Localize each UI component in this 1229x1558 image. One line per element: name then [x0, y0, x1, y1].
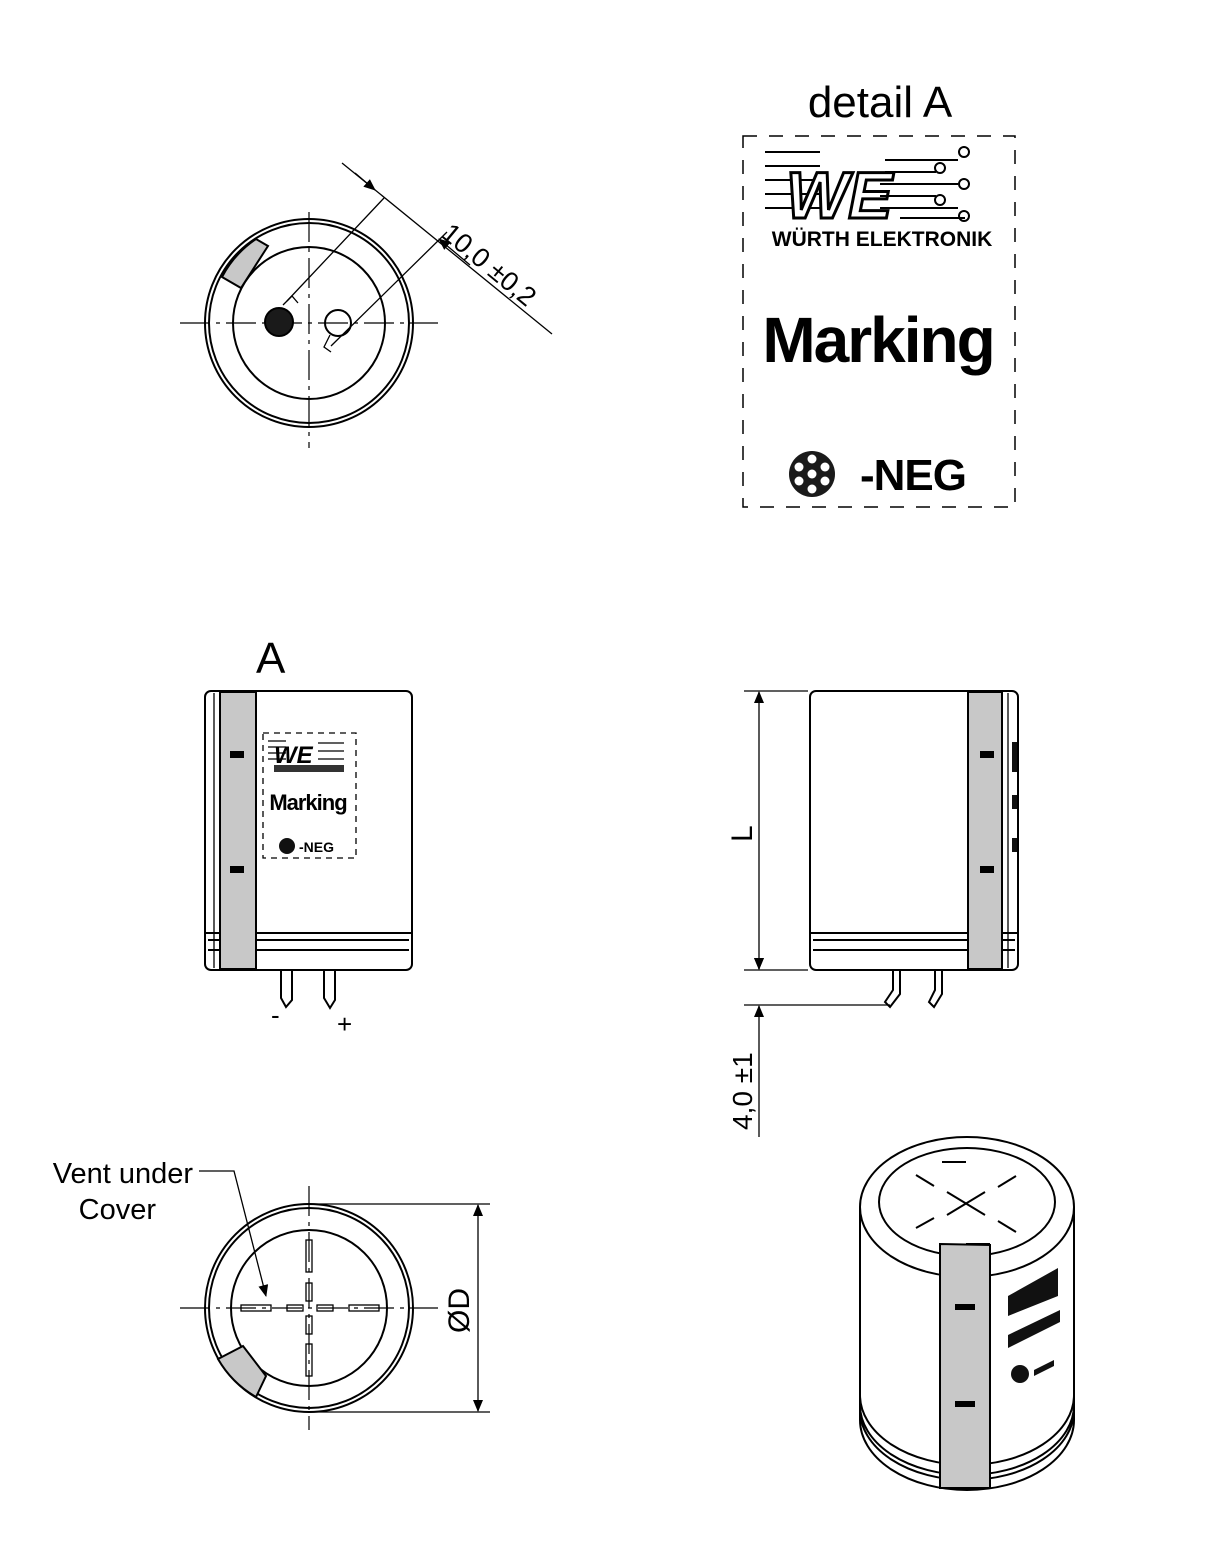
svg-text:WE: WE [274, 742, 314, 769]
neg-symbol-icon [789, 451, 835, 497]
svg-text:WE: WE [786, 158, 894, 232]
we-logo: WE [765, 146, 970, 234]
vent-note-line2: Cover [79, 1194, 157, 1226]
vent-note-line1: Vent under [53, 1158, 194, 1190]
pin-plus-label: + [337, 1009, 352, 1039]
logo-company-name: WÜRTH ELEKTRONIK [772, 228, 992, 251]
neg-label: -NEG [860, 451, 966, 500]
isometric-view [859, 1136, 1075, 1491]
detail-title: detail A [808, 78, 953, 127]
top-view: 10,0 ±0,2 [180, 162, 553, 448]
front-view: A WE Marking -NEG - + [204, 634, 413, 1039]
marking-label: Marking [762, 304, 993, 376]
vent-cross [240, 1239, 380, 1377]
front-neg-label: -NEG [299, 839, 334, 855]
view-label-a: A [256, 634, 286, 683]
front-logo-icon: WE [268, 740, 344, 772]
side-view: L 4,0 ±1 [726, 690, 1019, 1137]
pitch-dimension-label: 10,0 ±0,2 [436, 217, 542, 312]
bottom-view: Vent under Cover ØD [53, 1158, 490, 1430]
diameter-dimension-label: ØD [443, 1288, 476, 1333]
length-dimension-label: L [726, 825, 759, 842]
front-marking-label: Marking [269, 790, 346, 815]
detail-a: detail A WE WÜRTH ELEKTRONIK Marking [742, 78, 1016, 508]
pin-minus-label: - [271, 1000, 280, 1030]
pin-length-dimension-label: 4,0 ±1 [727, 1052, 758, 1130]
